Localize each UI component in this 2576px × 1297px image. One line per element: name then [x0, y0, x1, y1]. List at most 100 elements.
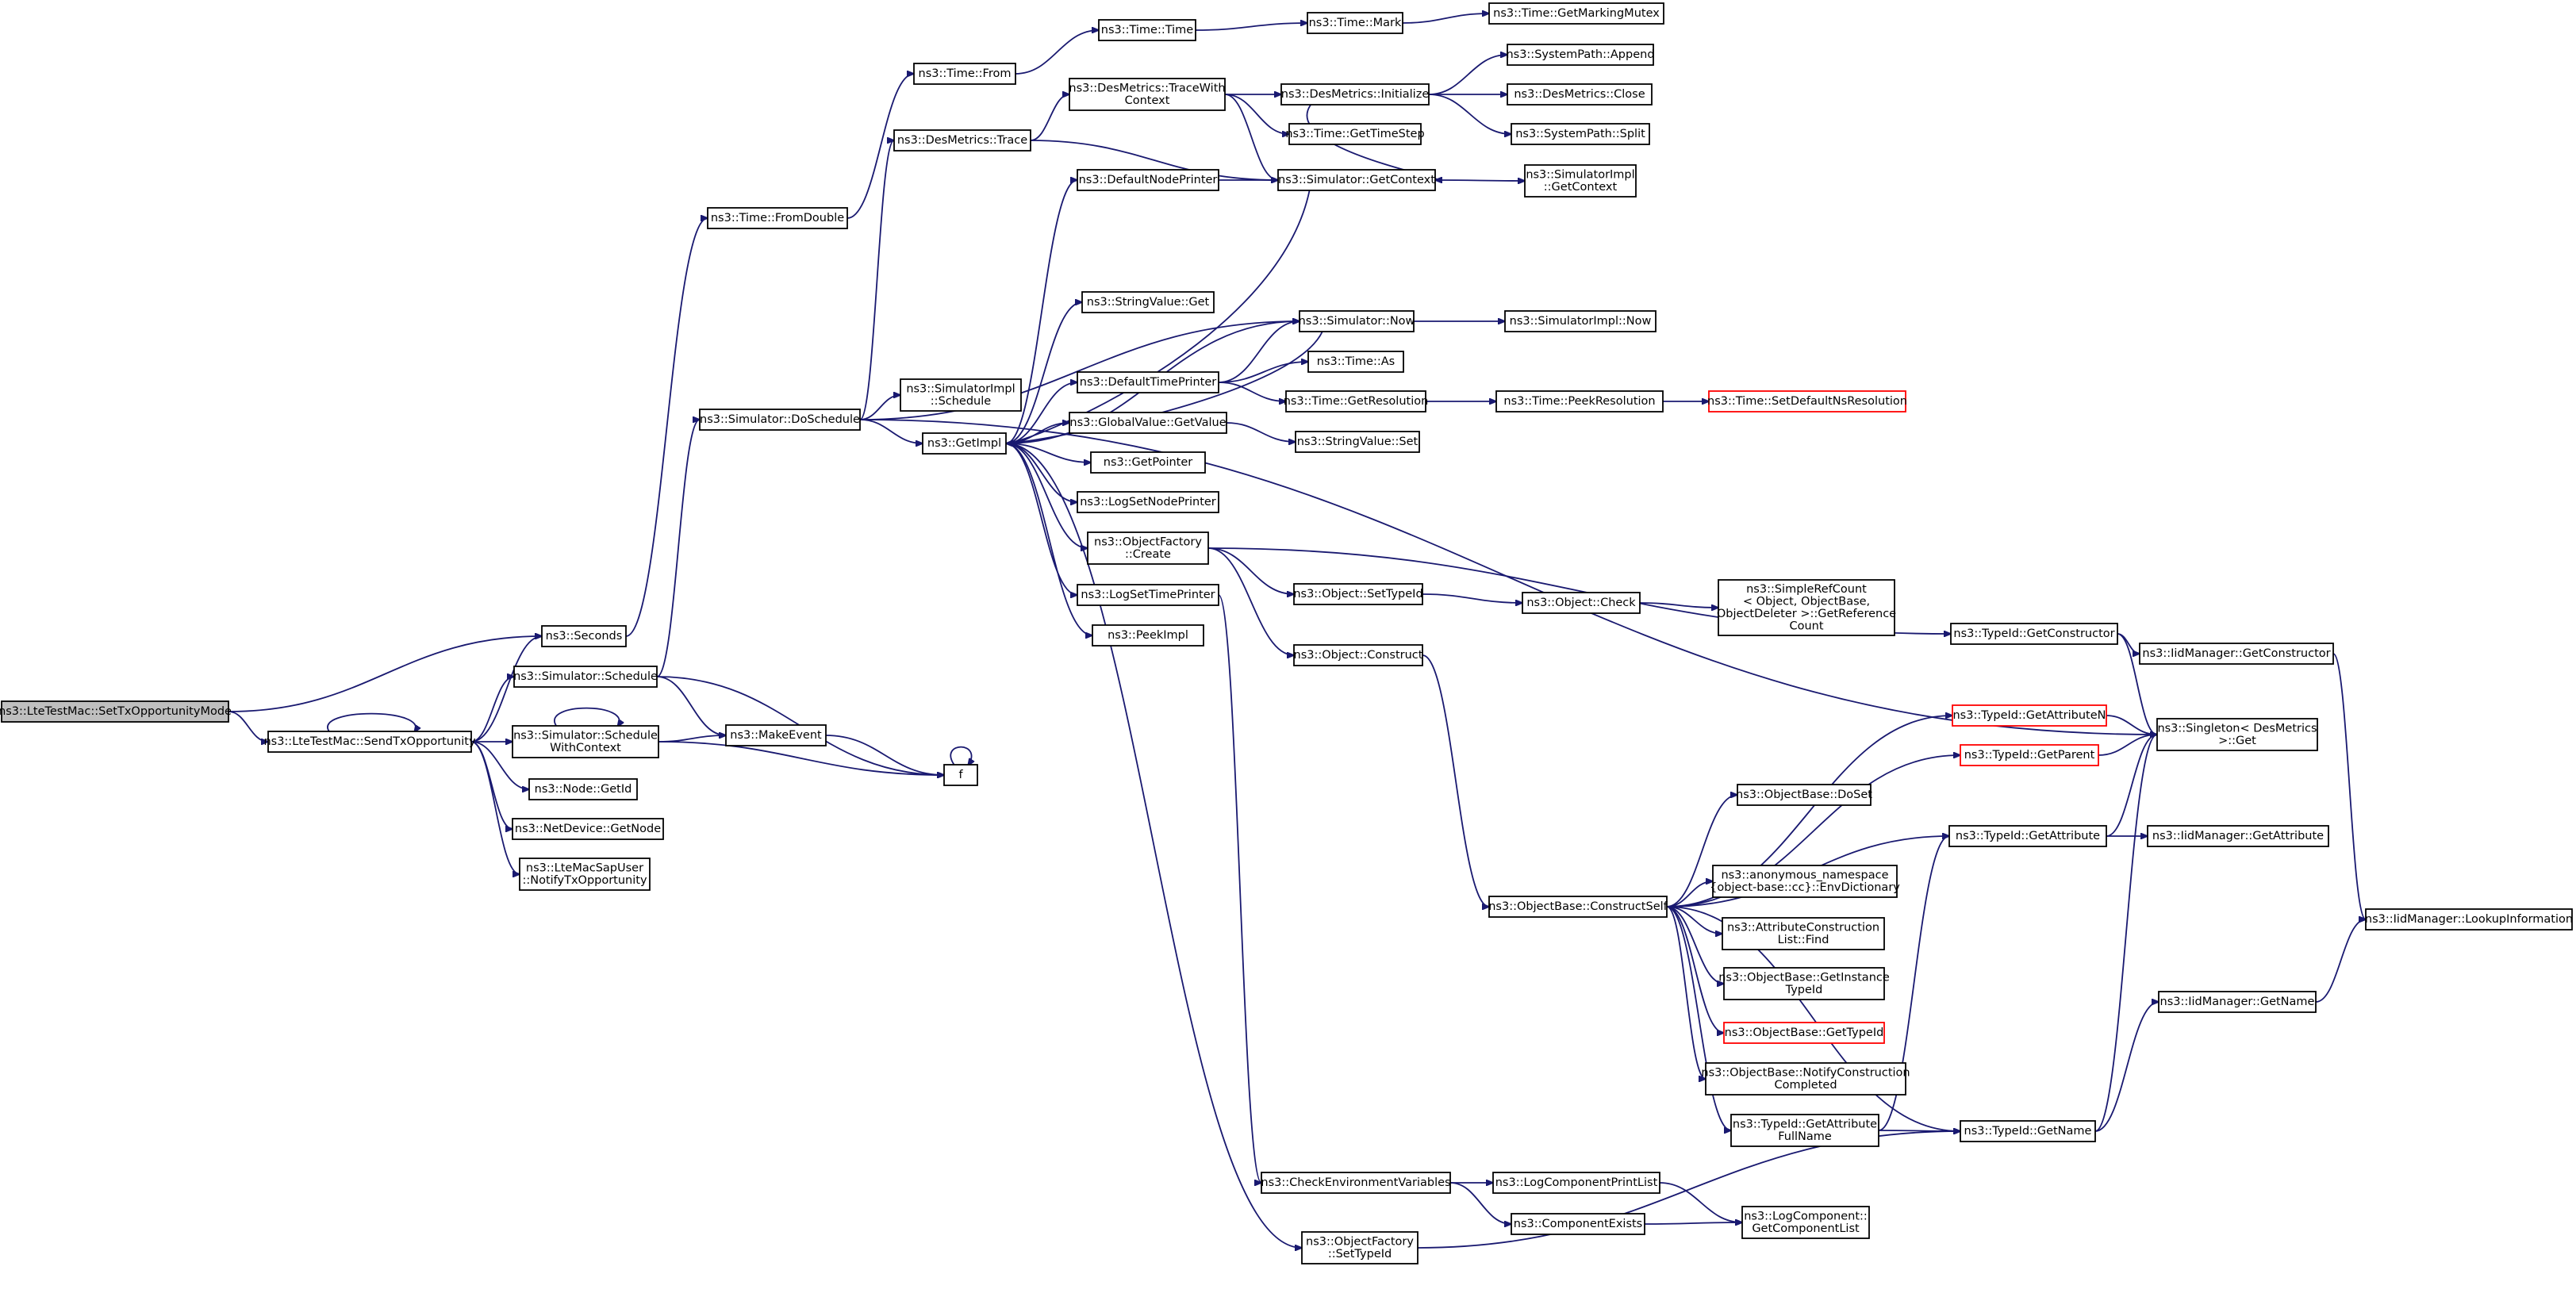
node-timegetres[interactable]: ns3::Time::GetResolution — [1284, 390, 1429, 413]
node-simgetcontext[interactable]: ns3::Simulator::GetContext — [1277, 169, 1436, 191]
node-getimpl[interactable]: ns3::GetImpl — [922, 432, 1007, 455]
node-iidmgrgetconstructor[interactable]: ns3::IidManager::GetConstructor — [2139, 643, 2334, 665]
node-typeidgetattrn[interactable]: ns3::TypeId::GetAttributeN — [1952, 704, 2107, 727]
node-globalvalueget[interactable]: ns3::GlobalValue::GetValue — [1069, 412, 1227, 434]
node-typeidgetparent[interactable]: ns3::TypeId::GetParent — [1960, 744, 2099, 766]
node-simplerefcount[interactable]: ns3::SimpleRefCount< Object, ObjectBase,… — [1717, 579, 1896, 636]
node-timepeekres[interactable]: ns3::Time::PeekResolution — [1495, 390, 1664, 413]
node-iidmgrgetname[interactable]: ns3::IidManager::GetName — [2158, 991, 2317, 1013]
edge-desmetricstrace-to-simgetcontext — [1030, 140, 1278, 180]
node-getmarkingmutex[interactable]: ns3::Time::GetMarkingMutex — [1488, 2, 1664, 25]
node-simimplschedule[interactable]: ns3::SimulatorImpl::Schedule — [900, 378, 1022, 412]
node-box — [1948, 825, 2107, 847]
node-doschedule[interactable]: ns3::Simulator::DoSchedule — [699, 409, 861, 431]
node-iidmgrgetattr[interactable]: ns3::IidManager::GetAttribute — [2147, 825, 2329, 847]
node-typeidgetconstructor[interactable]: ns3::TypeId::GetConstructor — [1950, 623, 2118, 645]
node-box — [1069, 78, 1226, 111]
node-root[interactable]: ns3::LteTestMac::SetTxOpportunityMode — [0, 700, 232, 723]
node-label: ns3::Time::As — [1317, 355, 1395, 368]
node-sendtx[interactable]: ns3::LteTestMac::SendTxOpportunity — [263, 731, 476, 753]
node-typeidgetattr[interactable]: ns3::TypeId::GetAttribute — [1948, 825, 2107, 847]
node-label: ns3::Object::Construct — [1294, 649, 1423, 662]
node-deftimeprinter[interactable]: ns3::DefaultTimePrinter — [1077, 371, 1219, 393]
node-schedule[interactable]: ns3::Simulator::Schedule — [513, 666, 658, 688]
edge-getimpl-to-stringvalueget — [1005, 302, 1082, 444]
node-notifyconstr[interactable]: ns3::ObjectBase::NotifyConstructionCompl… — [1701, 1062, 1910, 1096]
node-defnodeprinter[interactable]: ns3::DefaultNodePrinter — [1077, 169, 1219, 191]
node-objsettypeid[interactable]: ns3::Object::SetTypeId — [1293, 583, 1423, 605]
node-box — [1730, 1114, 1879, 1147]
node-stringvalueset[interactable]: ns3::StringValue::Set — [1295, 431, 1420, 453]
node-typeidgetname[interactable]: ns3::TypeId::GetName — [1960, 1120, 2096, 1142]
node-stringvalueget[interactable]: ns3::StringValue::Get — [1081, 291, 1215, 313]
node-timefrom[interactable]: ns3::Time::From — [913, 63, 1016, 85]
node-timefromdouble[interactable]: ns3::Time::FromDouble — [707, 207, 848, 229]
node-label: WithContext — [550, 742, 621, 754]
node-label: ns3::ComponentExists — [1514, 1218, 1643, 1230]
node-f[interactable]: f — [943, 764, 978, 786]
edge-constructself-to-objbasegettypeid — [1666, 906, 1724, 1033]
node-label: ns3::IidManager::GetAttribute — [2152, 830, 2324, 842]
node-simnow[interactable]: ns3::Simulator::Now — [1299, 310, 1415, 332]
node-box — [1507, 83, 1653, 106]
node-checkenv[interactable]: ns3::CheckEnvironmentVariables — [1261, 1172, 1451, 1194]
node-envdictionary[interactable]: ns3::anonymous_namespace{object-base::cc… — [1710, 865, 1900, 898]
node-constructself[interactable]: ns3::ObjectBase::ConstructSelf — [1488, 896, 1668, 918]
node-label: ::Schedule — [931, 395, 991, 408]
node-peekimpl[interactable]: ns3::PeekImpl — [1092, 624, 1204, 647]
node-objcheck[interactable]: ns3::Object::Check — [1522, 592, 1641, 614]
node-netdevgetnode[interactable]: ns3::NetDevice::GetNode — [512, 818, 664, 840]
edge-deftimeprinter-to-timeas — [1218, 362, 1308, 383]
node-label: ns3::NetDevice::GetNode — [515, 823, 661, 835]
node-desinit[interactable]: ns3::DesMetrics::Initialize — [1280, 83, 1430, 106]
node-compexists[interactable]: ns3::ComponentExists — [1511, 1213, 1645, 1235]
node-objconstruct[interactable]: ns3::Object::Construct — [1293, 644, 1423, 666]
node-box — [1723, 967, 1885, 1000]
node-notifytx[interactable]: ns3::LteMacSapUser::NotifyTxOpportunity — [519, 858, 651, 891]
node-seconds[interactable]: ns3::Seconds — [541, 625, 627, 647]
node-logcompprintlist[interactable]: ns3::LogComponentPrintList — [1492, 1172, 1660, 1194]
node-timemark[interactable]: ns3::Time::Mark — [1307, 12, 1403, 34]
node-syspathappend[interactable]: ns3::SystemPath::Append — [1506, 44, 1655, 66]
edge-getimpl-to-objfactorysettypeid — [1005, 443, 1302, 1248]
node-objbasedoset[interactable]: ns3::ObjectBase::DoSet — [1736, 784, 1872, 806]
node-desmetricstrace[interactable]: ns3::DesMetrics::Trace — [893, 129, 1031, 152]
node-nodegetid[interactable]: ns3::Node::GetId — [528, 778, 638, 800]
node-box — [1712, 865, 1898, 898]
node-label: ns3::SimulatorImpl — [906, 382, 1015, 395]
node-objfactorysettypeid[interactable]: ns3::ObjectFactory::SetTypeId — [1301, 1231, 1419, 1264]
node-objbasegettypeid[interactable]: ns3::ObjectBase::GetTypeId — [1723, 1022, 1885, 1044]
node-getpointer[interactable]: ns3::GetPointer — [1090, 451, 1206, 474]
edge-timefromdouble-to-timefrom — [847, 74, 914, 219]
node-objfactorycreate[interactable]: ns3::ObjectFactory::Create — [1087, 531, 1209, 565]
node-simimplnow[interactable]: ns3::SimulatorImpl::Now — [1504, 310, 1657, 332]
node-desclose[interactable]: ns3::DesMetrics::Close — [1507, 83, 1653, 106]
node-label: ns3::ObjectBase::DoSet — [1736, 789, 1872, 801]
node-logcompgetlist[interactable]: ns3::LogComponent::GetComponentList — [1741, 1206, 1870, 1239]
node-timetime[interactable]: ns3::Time::Time — [1098, 19, 1196, 41]
node-label: ns3::LogSetTimePrinter — [1081, 589, 1215, 601]
node-singletonget[interactable]: ns3::Singleton< DesMetrics>::Get — [2156, 718, 2318, 751]
node-simimplgetctx[interactable]: ns3::SimulatorImpl::GetContext — [1524, 164, 1637, 198]
node-label: ns3::ObjectFactory — [1306, 1235, 1414, 1248]
node-box — [943, 764, 978, 786]
node-logsettimeprinter[interactable]: ns3::LogSetTimePrinter — [1077, 584, 1219, 606]
node-iidmgrlookup[interactable]: ns3::IidManager::LookupInformation — [2365, 908, 2573, 931]
node-gettimestep[interactable]: ns3::Time::GetTimeStep — [1285, 123, 1425, 145]
edge-getattrfullname-to-typeidgetattr — [1878, 836, 1949, 1131]
node-box — [1069, 412, 1227, 434]
node-syspathsplit[interactable]: ns3::SystemPath::Split — [1511, 123, 1650, 145]
node-box — [1261, 1172, 1451, 1194]
node-label: ns3::LogComponent:: — [1744, 1210, 1868, 1222]
node-box — [1718, 579, 1895, 636]
node-timeas[interactable]: ns3::Time::As — [1307, 351, 1404, 373]
node-makeevent[interactable]: ns3::MakeEvent — [725, 724, 827, 746]
node-logsetnodeprinter[interactable]: ns3::LogSetNodePrinter — [1077, 491, 1219, 513]
node-setdefaultns[interactable]: ns3::Time::SetDefaultNsResolution — [1707, 390, 1907, 413]
node-box — [1081, 291, 1215, 313]
